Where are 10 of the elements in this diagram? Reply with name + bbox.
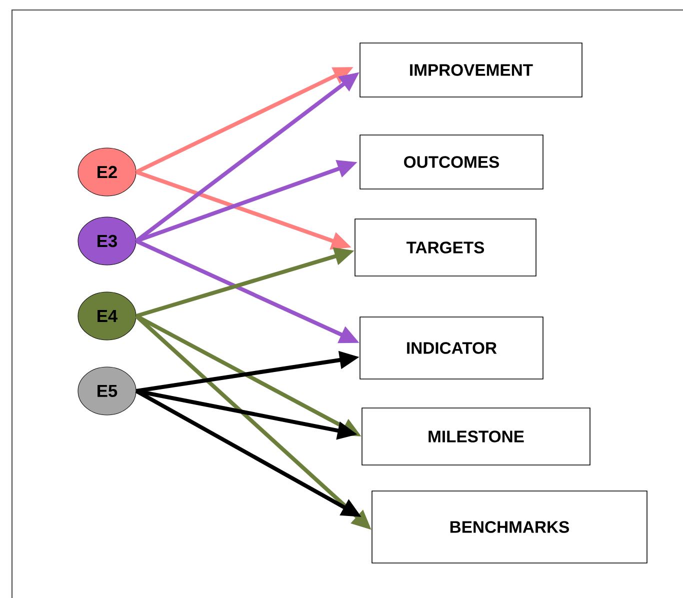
label-box: IMPROVEMENT bbox=[360, 42, 582, 98]
ellipse-node: E5 bbox=[78, 366, 136, 416]
ellipse-node: E2 bbox=[78, 148, 136, 196]
label-box: MILESTONE bbox=[362, 408, 590, 466]
label-box: BENCHMARKS bbox=[372, 490, 648, 564]
ellipse-node: E3 bbox=[78, 216, 136, 266]
label-box: TARGETS bbox=[354, 218, 536, 276]
label-box: INDICATOR bbox=[360, 316, 544, 380]
ellipse-node: E4 bbox=[78, 292, 136, 340]
label-box: OUTCOMES bbox=[360, 134, 544, 190]
